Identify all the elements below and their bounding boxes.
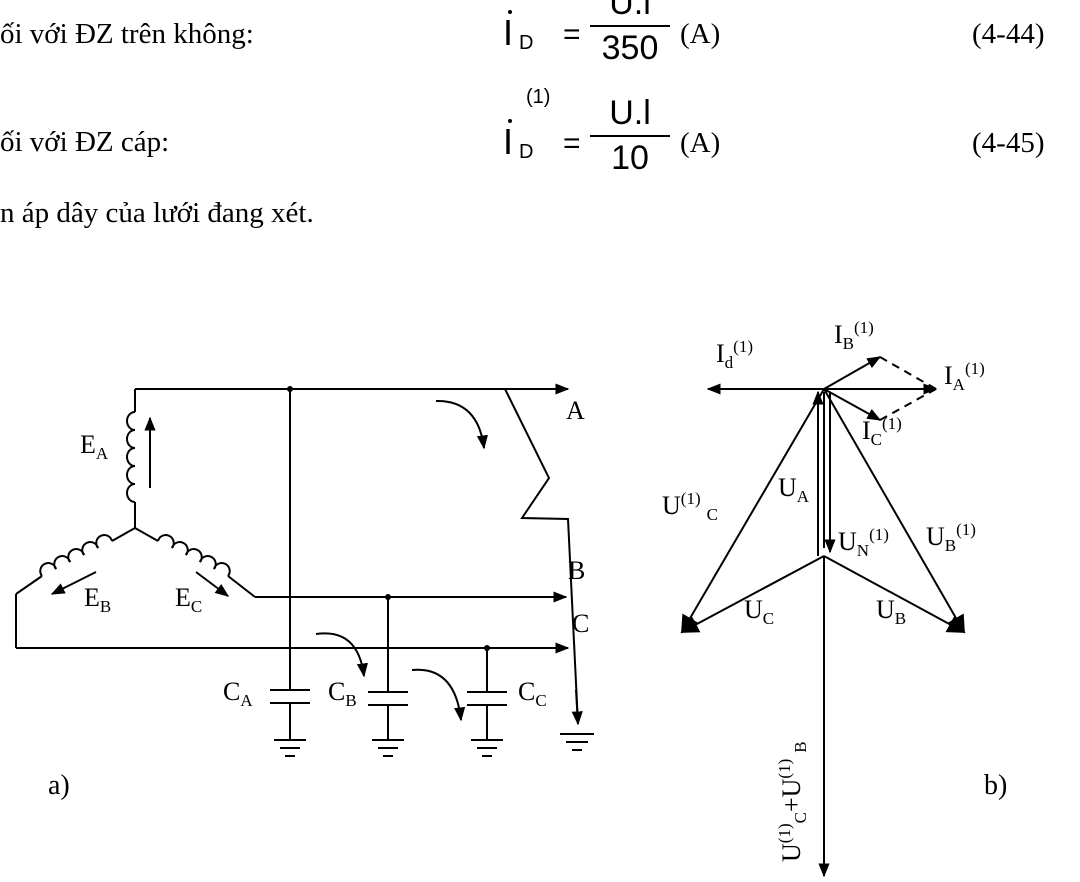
label-un: UN(1) [838, 525, 889, 560]
eq1-number: (4-44) [972, 18, 1045, 50]
label-eb: EB [84, 583, 111, 616]
label-uc: UC [744, 595, 774, 628]
current-arrow-c [411, 668, 466, 722]
text-line-cable: ối với ĐZ cáp: [0, 126, 170, 158]
fault-path [504, 388, 579, 725]
text-line-voltage: n áp dây của lưới đang xét. [0, 197, 314, 229]
caption-a: a) [48, 770, 70, 801]
eq1-lhs: I [503, 12, 514, 53]
label-cb: CB [328, 677, 357, 710]
label-ec: EC [175, 583, 202, 616]
eq1-numerator: U.l [609, 0, 651, 22]
neutral-to-b [111, 527, 136, 542]
eb-lead [15, 575, 43, 595]
dot-accent [508, 10, 512, 14]
eq1-unit: (A) [680, 18, 721, 50]
eq2-number: (4-45) [972, 127, 1045, 159]
figure-a-circuit [15, 383, 594, 757]
label-ib: IB(1) [834, 318, 874, 353]
label-uc1: U(1)C [662, 489, 718, 524]
label-line-b: B [568, 556, 585, 585]
eq1-sub: D [519, 32, 534, 54]
eq1-equals: = [563, 18, 581, 51]
phasor-ub1 [823, 388, 965, 634]
label-line-c: C [572, 609, 589, 638]
caption-b: b) [984, 770, 1007, 801]
eq2-unit: (A) [680, 127, 721, 159]
label-ca: CA [223, 677, 253, 710]
eq2-sub: D [519, 141, 534, 163]
phasor-ub [823, 555, 966, 633]
label-ub: UB [876, 595, 906, 628]
eq2-numerator: U.l [609, 94, 651, 132]
dot-accent [508, 119, 512, 123]
eq2-fraction-bar [590, 135, 670, 137]
label-ia: IA(1) [944, 359, 985, 394]
eq2-equals: = [563, 127, 581, 160]
text-line-overhead: ối với ĐZ trên không: [0, 18, 254, 50]
current-arrow-b [315, 632, 368, 678]
eq2-sup: (1) [526, 86, 551, 108]
eq2-denominator: 10 [611, 139, 649, 177]
phasor-ic [823, 388, 882, 421]
phasor-uc [680, 555, 825, 633]
winding-eb [39, 534, 113, 577]
fault-arrow [571, 689, 583, 726]
label-cc: CC [518, 677, 547, 710]
eq1-fraction: U.l 350 [590, 0, 670, 68]
ec-lead [227, 575, 256, 598]
phasor-ib [823, 356, 882, 390]
eq1-denominator: 350 [601, 29, 659, 67]
figure-a-nodes [287, 386, 490, 651]
label-line-a: A [566, 396, 585, 425]
label-ea: EA [80, 430, 109, 463]
neutral-to-c [134, 527, 159, 542]
phasor-uc1 [681, 388, 825, 634]
figure-b-phasor [680, 356, 966, 878]
eq2-fraction: U.l 10 [590, 94, 670, 178]
eq2-lhs: I [503, 121, 514, 162]
label-sum: U(1)C+U(1)B [775, 741, 810, 862]
label-ic: IC(1) [862, 414, 902, 449]
ec-arrow [195, 571, 230, 597]
label-ua: UA [778, 473, 810, 506]
eq1-fraction-bar [590, 25, 670, 27]
current-arrow-a [435, 399, 488, 450]
label-ub1: UB(1) [926, 520, 976, 555]
winding-ec [157, 534, 231, 577]
winding-ea [126, 411, 136, 503]
eb-arrow [50, 571, 97, 595]
label-id: Id(1) [716, 337, 753, 372]
